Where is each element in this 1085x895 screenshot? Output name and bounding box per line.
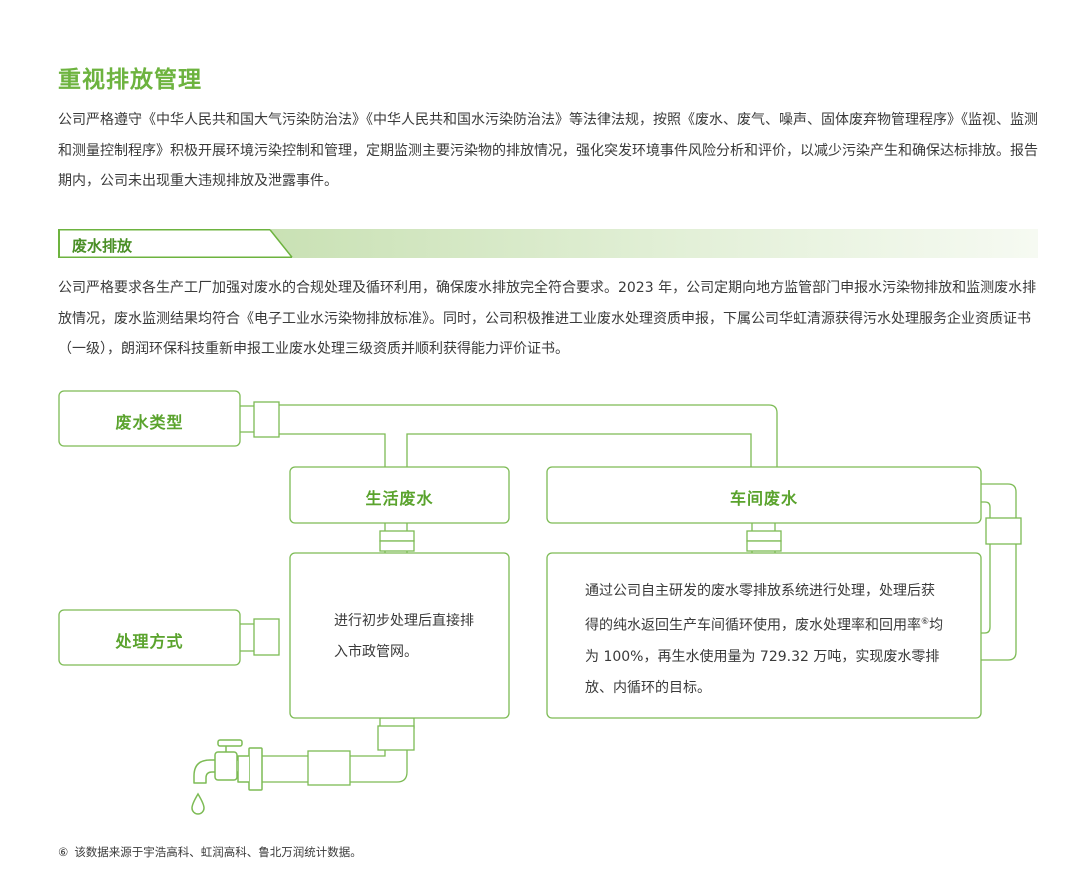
pipe-top-inner-right <box>406 433 752 467</box>
section-header-band <box>58 229 1038 258</box>
workshop-wastewater-box <box>546 466 982 524</box>
section-heading: 废水排放 <box>72 237 133 255</box>
pipe-right-inner <box>981 501 991 634</box>
workshop-method-text-part2: 均为 100%，再生水使用量为 729.32 万吨，实现废水零排放、内循环的目标… <box>585 617 944 696</box>
coupling-method <box>253 618 280 656</box>
coupling-domestic-top <box>379 530 415 542</box>
workshop-method-text: 通过公司自主研发的废水零排放系统进行处理，处理后获得的纯水返回生产车间循环使用，… <box>585 576 947 704</box>
domestic-label: 生活废水 <box>365 489 434 508</box>
coupling-outflow <box>377 725 415 751</box>
faucet-icon <box>193 739 263 791</box>
pipe-right-outer <box>981 483 1017 661</box>
footnote-text: 该数据来源于宇浩高科、虹润高科、鲁北万润统计数据。 <box>74 845 362 859</box>
water-drop-icon <box>191 792 205 815</box>
workshop-method-text-part1: 通过公司自主研发的废水零排放系统进行处理，处理后获得的纯水返回生产车间循环使用，… <box>585 583 935 634</box>
section-header: 废水排放 <box>58 229 1038 258</box>
intro-paragraph: 公司严格遵守《中华人民共和国大气污染防治法》《中华人民共和国水污染防治法》等法律… <box>58 112 1038 189</box>
coupling-type <box>253 401 280 438</box>
footnote-ref: ⑥ <box>921 617 930 627</box>
coupling-right-loop <box>985 517 1022 545</box>
section-paragraph: 公司严格要求各生产工厂加强对废水的合规处理及循环利用，确保废水排放完全符合要求。… <box>58 280 1037 357</box>
footnote: ⑥ 该数据来源于宇浩高科、虹润高科、鲁北万润统计数据。 <box>58 844 362 860</box>
page-title: 重视排放管理 <box>58 67 202 93</box>
method-label: 处理方式 <box>115 632 184 651</box>
coupling-workshop-bottom <box>746 540 782 552</box>
coupling-outflow-horizontal <box>307 750 351 786</box>
domestic-method-text: 进行初步处理后直接排入市政管网。 <box>334 613 474 660</box>
footnote-mark: ⑥ <box>58 845 69 859</box>
domestic-method-box <box>289 552 510 719</box>
workshop-method-box <box>546 552 982 719</box>
type-label-box <box>58 390 241 447</box>
coupling-domestic-bottom <box>379 540 415 552</box>
domestic-wastewater-box <box>289 466 510 524</box>
method-label-box <box>58 609 241 666</box>
coupling-workshop-top <box>746 530 782 542</box>
type-label: 废水类型 <box>115 413 184 432</box>
pipe-top-outer <box>279 404 778 467</box>
pipe-top-inner-left <box>279 433 386 467</box>
workshop-label: 车间废水 <box>729 489 798 508</box>
